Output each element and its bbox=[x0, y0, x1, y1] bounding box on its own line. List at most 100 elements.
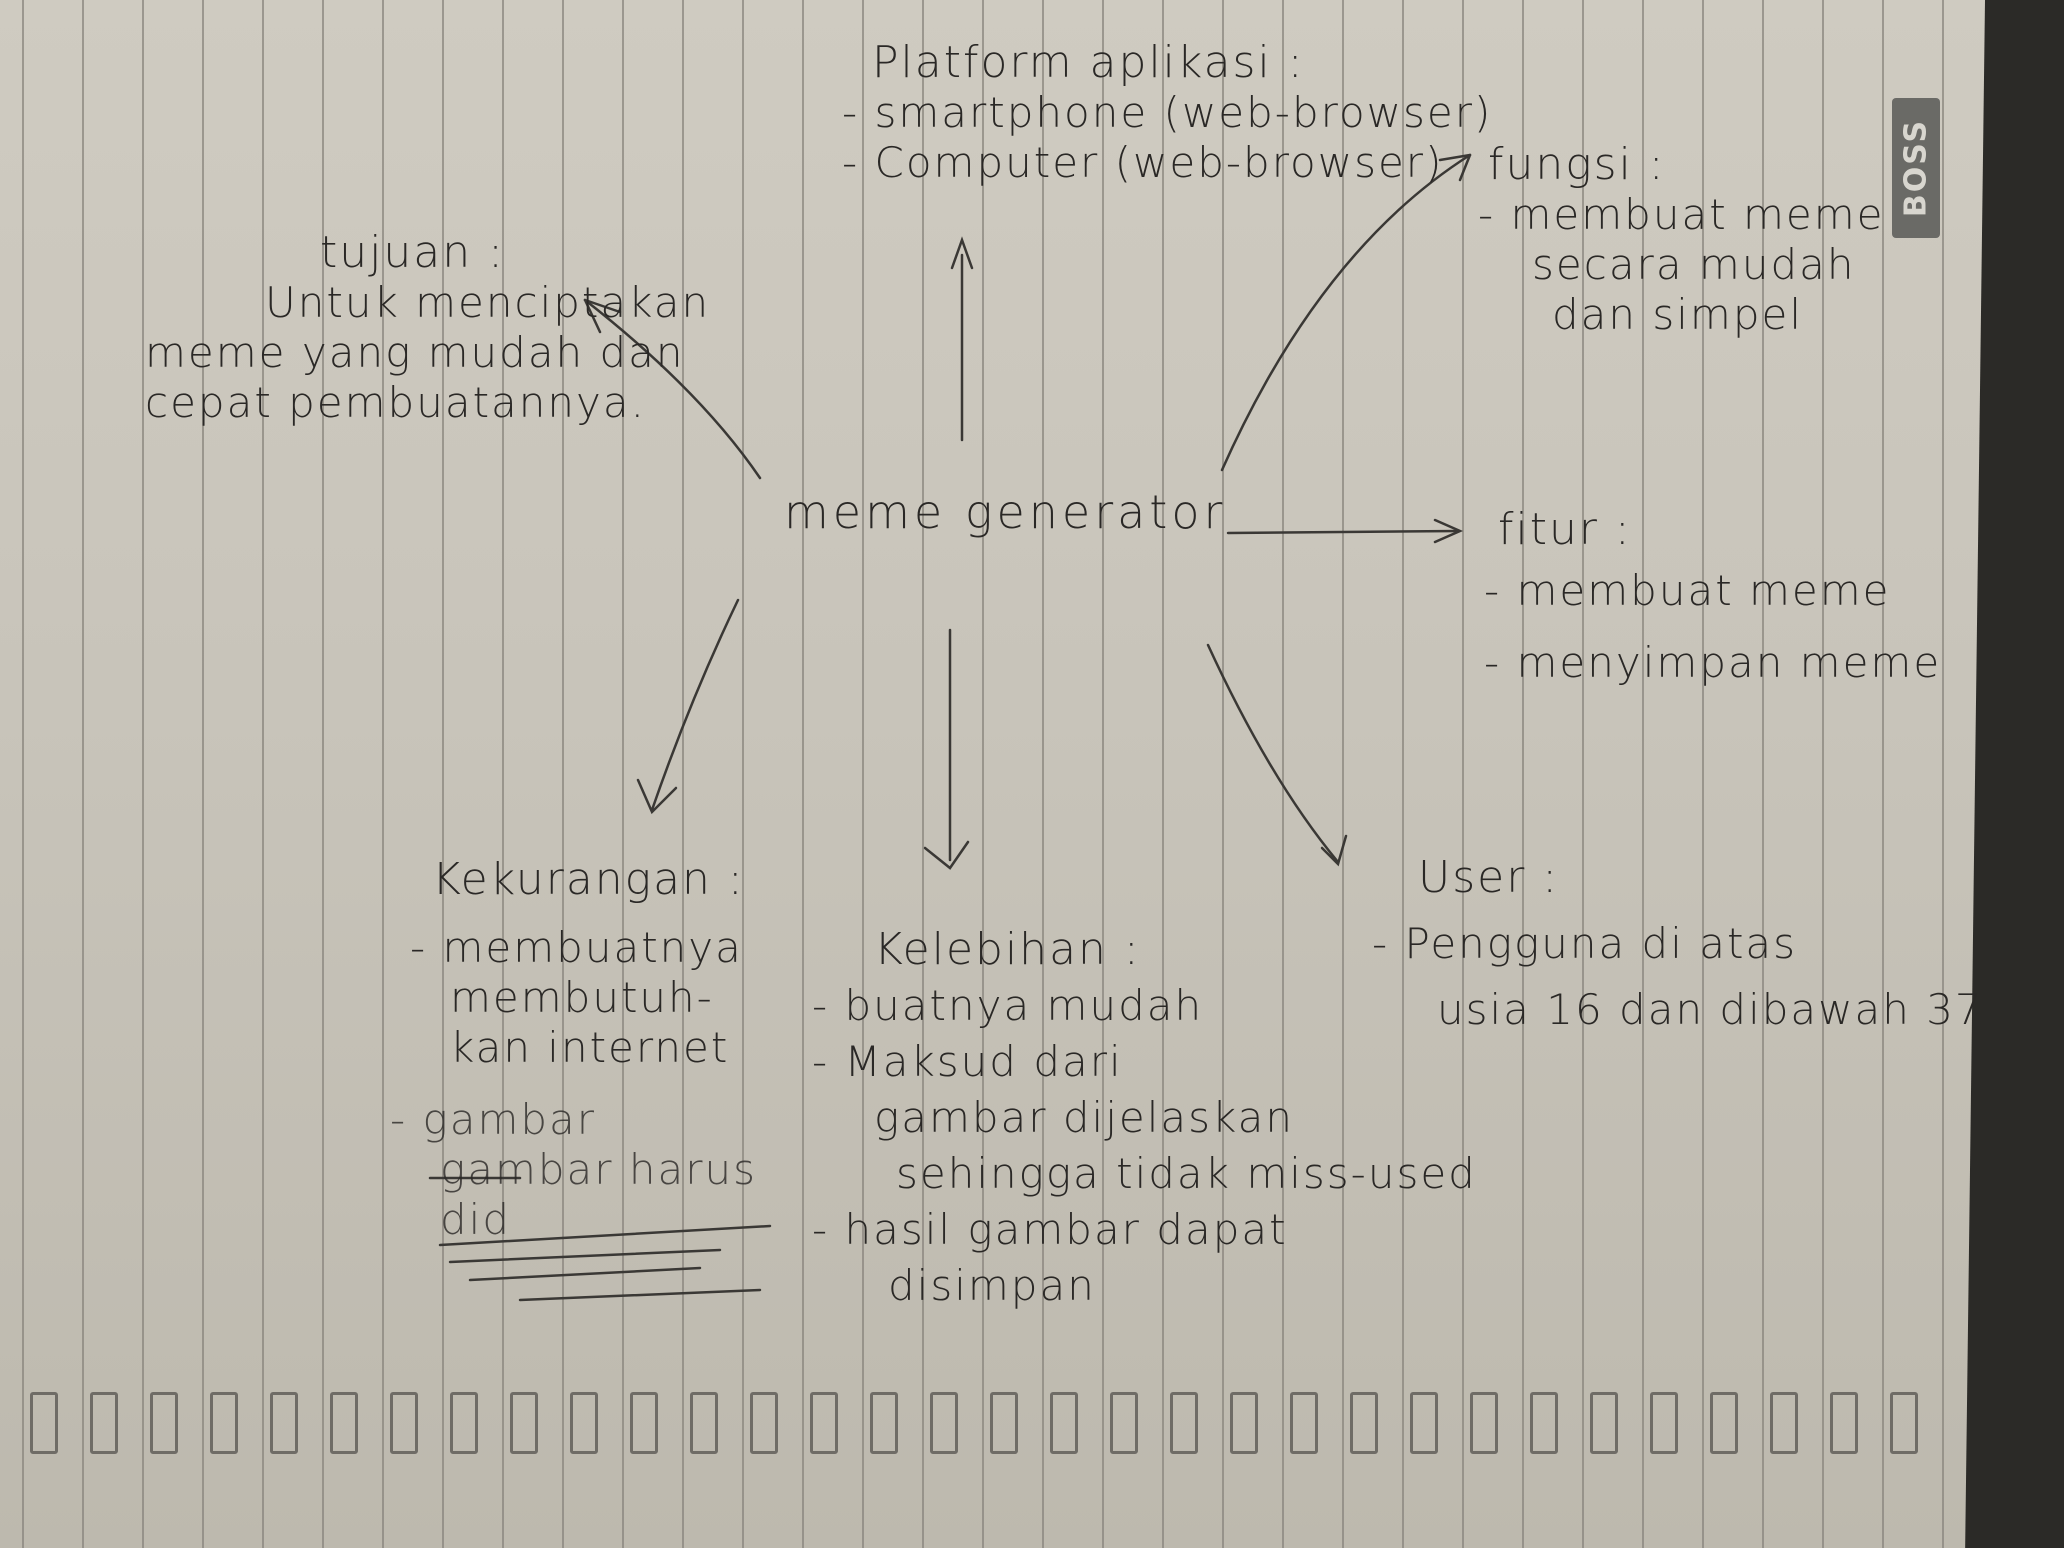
bottom-box bbox=[270, 1392, 298, 1454]
kelebihan-line: - hasil gambar dapat bbox=[812, 1205, 1288, 1254]
arrow-to-kekurangan-head bbox=[636, 778, 678, 815]
node-fungsi: fungsi : - membuat meme secara mudah dan… bbox=[1478, 139, 1885, 340]
kelebihan-line: sehingga tidak miss-used bbox=[896, 1149, 1477, 1198]
kelebihan-line: gambar dijelaskan bbox=[874, 1093, 1294, 1142]
ruled-line bbox=[1462, 0, 1464, 1548]
bottom-box bbox=[750, 1392, 778, 1454]
kelebihan-line: - buatnya mudah bbox=[812, 981, 1204, 1030]
arrow-to-fungsi-head bbox=[1438, 153, 1472, 182]
bottom-box bbox=[1230, 1392, 1258, 1454]
kekurangan-struck-line: gambar harus bbox=[440, 1145, 757, 1194]
ruled-line bbox=[142, 0, 144, 1548]
scribble-strike bbox=[428, 1176, 772, 1302]
arrow-to-fitur-head bbox=[1433, 518, 1464, 544]
ruled-line bbox=[1102, 0, 1104, 1548]
ruled-line bbox=[922, 0, 924, 1548]
ruled-line bbox=[202, 0, 204, 1548]
platform-item: - smartphone (web-browser) bbox=[842, 88, 1493, 137]
fungsi-title: fungsi : bbox=[1488, 139, 1666, 190]
kelebihan-line: disimpan bbox=[888, 1261, 1096, 1310]
arrow-to-fungsi bbox=[1220, 153, 1472, 472]
arrow-to-platform-head bbox=[950, 236, 974, 270]
ruled-line bbox=[1762, 0, 1764, 1548]
ruled-line bbox=[1822, 0, 1824, 1548]
ruled-line bbox=[1522, 0, 1524, 1548]
node-kelebihan: Kelebihan : - buatnya mudah - Maksud dar… bbox=[812, 922, 1477, 1314]
ruled-line bbox=[502, 0, 504, 1548]
node-fitur: fitur : - membuat meme - menyimpan meme bbox=[1484, 504, 1941, 699]
ruled-line bbox=[1882, 0, 1884, 1548]
bottom-box bbox=[1890, 1392, 1918, 1454]
kekurangan-line: kan internet bbox=[450, 1023, 730, 1072]
bottom-box bbox=[930, 1392, 958, 1454]
brand-label: BOSS bbox=[1892, 98, 1940, 238]
tujuan-line: Untuk menciptakan bbox=[265, 278, 711, 327]
arrow-to-kekurangan bbox=[650, 598, 740, 812]
platform-item: - Computer (web-browser) bbox=[842, 138, 1444, 187]
ruled-line bbox=[1402, 0, 1404, 1548]
bottom-box bbox=[570, 1392, 598, 1454]
ruled-line bbox=[1582, 0, 1584, 1548]
bottom-box bbox=[1530, 1392, 1558, 1454]
bottom-box bbox=[990, 1392, 1018, 1454]
bottom-box bbox=[1590, 1392, 1618, 1454]
bottom-box bbox=[810, 1392, 838, 1454]
fitur-item: - menyimpan meme bbox=[1484, 638, 1942, 687]
fungsi-line: dan simpel bbox=[1552, 290, 1803, 339]
ruled-line bbox=[1282, 0, 1284, 1548]
kekurangan-title: Kekurangan : bbox=[432, 854, 745, 905]
bottom-box bbox=[1170, 1392, 1198, 1454]
arrow-to-user-head bbox=[1320, 834, 1348, 867]
ruled-line bbox=[262, 0, 264, 1548]
bottom-box bbox=[1350, 1392, 1378, 1454]
bottom-box bbox=[330, 1392, 358, 1454]
ruled-line bbox=[1162, 0, 1164, 1548]
ruled-line bbox=[682, 0, 684, 1548]
ruled-line bbox=[322, 0, 324, 1548]
bottom-box bbox=[630, 1392, 658, 1454]
fungsi-line: secara mudah bbox=[1532, 240, 1856, 289]
ruled-line bbox=[802, 0, 804, 1548]
ruled-line bbox=[22, 0, 24, 1548]
kelebihan-title: Kelebihan : bbox=[874, 924, 1141, 975]
bottom-box bbox=[1410, 1392, 1438, 1454]
arrow-to-tujuan bbox=[583, 298, 762, 480]
fitur-item: - membuat meme bbox=[1484, 566, 1891, 615]
ruled-line bbox=[1942, 0, 1944, 1548]
bottom-box bbox=[210, 1392, 238, 1454]
ruled-line bbox=[982, 0, 984, 1548]
arrow-to-fitur bbox=[1226, 529, 1460, 535]
tujuan-title: tujuan : bbox=[320, 227, 505, 278]
ruled-line bbox=[82, 0, 84, 1548]
ruled-line bbox=[382, 0, 384, 1548]
bottom-box bbox=[1830, 1392, 1858, 1454]
ruled-line bbox=[1702, 0, 1704, 1548]
node-user: User : - Pengguna di atas usia 16 dan di… bbox=[1372, 845, 1984, 1043]
arrow-to-user bbox=[1206, 643, 1340, 864]
bottom-box bbox=[1710, 1392, 1738, 1454]
user-line: usia 16 dan dibawah 37 bbox=[1437, 985, 1984, 1034]
bottom-box bbox=[1650, 1392, 1678, 1454]
node-kekurangan: Kekurangan : - membuatnya membutuh- kan … bbox=[390, 854, 757, 1245]
bottom-box bbox=[1770, 1392, 1798, 1454]
bottom-box bbox=[450, 1392, 478, 1454]
node-tujuan: tujuan : Untuk menciptakan meme yang mud… bbox=[145, 228, 710, 428]
platform-title: Platform aplikasi : bbox=[872, 37, 1305, 88]
bottom-box bbox=[510, 1392, 538, 1454]
ruled-line bbox=[862, 0, 864, 1548]
ruled-line bbox=[742, 0, 744, 1548]
bottom-box bbox=[90, 1392, 118, 1454]
bottom-box bbox=[1470, 1392, 1498, 1454]
user-line: - Pengguna di atas bbox=[1372, 919, 1798, 968]
ruled-line bbox=[1222, 0, 1224, 1548]
bottom-box bbox=[1110, 1392, 1138, 1454]
arrow-to-kelebihan-head bbox=[923, 840, 970, 870]
kekurangan-line: membutuh- bbox=[450, 973, 714, 1022]
bottom-box bbox=[1050, 1392, 1078, 1454]
fitur-title: fitur : bbox=[1498, 504, 1632, 555]
bottom-box bbox=[150, 1392, 178, 1454]
ruled-line bbox=[1042, 0, 1044, 1548]
central-topic: meme generator bbox=[784, 485, 1227, 539]
bottom-box bbox=[30, 1392, 58, 1454]
ruled-line bbox=[1642, 0, 1644, 1548]
